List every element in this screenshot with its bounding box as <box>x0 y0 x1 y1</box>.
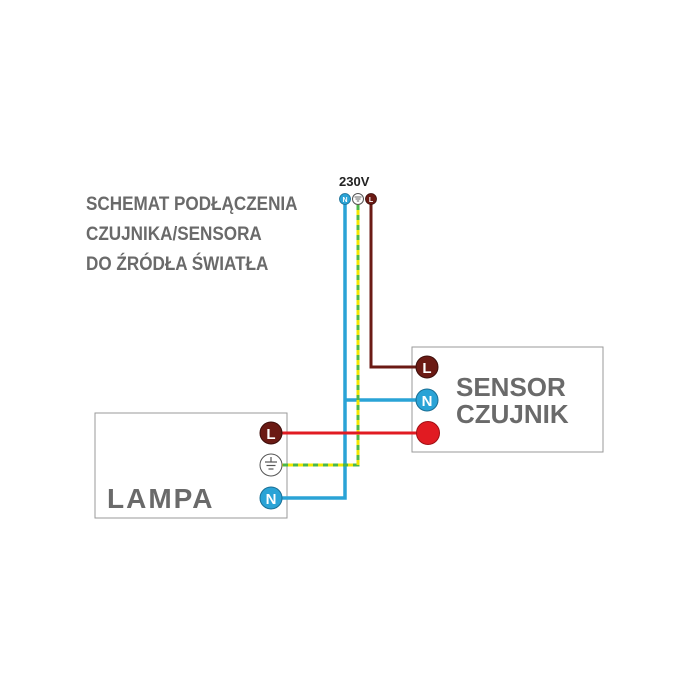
svg-text:L: L <box>266 426 275 443</box>
title-line-1: SCHEMAT PODŁĄCZENIA <box>86 194 298 215</box>
supply-earth-terminal <box>352 193 364 205</box>
sensor-output-terminal <box>416 421 440 445</box>
sensor-live-terminal: L <box>415 355 439 379</box>
sensor-label-line2: CZUJNIK <box>456 399 569 429</box>
svg-text:N: N <box>342 197 347 204</box>
svg-text:N: N <box>422 393 433 410</box>
diagram-title: SCHEMAT PODŁĄCZENIA CZUJNIKA/SENSORA DO … <box>86 190 298 280</box>
supply-voltage-label: 230V <box>339 174 370 189</box>
lamp-live-terminal: L <box>259 421 283 445</box>
lamp-neutral-terminal: N <box>259 486 283 510</box>
title-line-2: CZUJNIKA/SENSORA <box>86 224 262 245</box>
supply-neutral-terminal: N <box>339 193 351 205</box>
lamp-earth-terminal <box>259 453 283 477</box>
live-wire <box>369 200 425 369</box>
sensor-neutral-terminal: N <box>415 388 439 412</box>
title-line-3: DO ŹRÓDŁA ŚWIATŁA <box>86 254 269 275</box>
sensor-label-line1: SENSOR <box>456 372 566 402</box>
svg-text:N: N <box>266 491 277 508</box>
sensor-box <box>411 346 604 453</box>
lamp-box <box>94 412 288 519</box>
svg-text:L: L <box>369 197 374 204</box>
svg-text:L: L <box>422 360 431 377</box>
neutral-wire <box>272 200 347 500</box>
supply-live-terminal: L <box>365 193 377 205</box>
lamp-label: LAMPA <box>107 483 214 514</box>
earth-wire-stripe <box>272 200 360 467</box>
